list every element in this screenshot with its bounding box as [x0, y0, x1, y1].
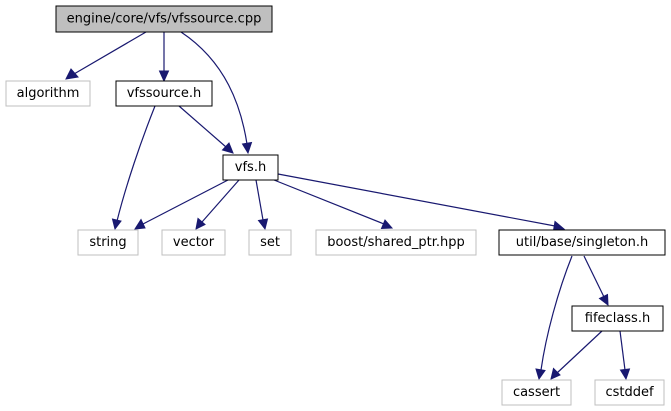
- node-fifeclass-h-box: [571, 305, 664, 332]
- node-singleton-h-label: util/base/singleton.h: [516, 235, 648, 250]
- edge-vfssource-cpp-to-vfs-h: [180, 31, 253, 155]
- edge-vfs-h-to-vector: [195, 179, 240, 230]
- node-set-label: set: [260, 235, 280, 250]
- node-cstddef-label: cstddef: [605, 385, 654, 400]
- edges-layer: [65, 31, 631, 381]
- node-shared-ptr-label: boost/shared_ptr.hpp: [327, 235, 465, 250]
- node-cassert: cassert: [501, 379, 572, 406]
- node-string-box: [77, 229, 139, 256]
- node-set: set: [248, 229, 292, 256]
- node-set-box: [248, 229, 292, 256]
- node-cassert-label: cassert: [513, 385, 560, 400]
- edge-vfssource-cpp-to-algorithm: [65, 31, 147, 80]
- node-vfssource-h[interactable]: vfssource.h: [115, 80, 213, 107]
- node-singleton-h[interactable]: util/base/singleton.h: [498, 229, 666, 256]
- node-vfssource-h-box: [115, 80, 213, 107]
- node-fifeclass-h-label: fifeclass.h: [585, 311, 650, 326]
- edge-vfs-h-to-shared-ptr: [273, 179, 394, 230]
- node-vfs-h[interactable]: vfs.h: [222, 154, 279, 181]
- edge-vfssource-h-to-string: [111, 105, 156, 231]
- node-vfssource-cpp-label: engine/core/vfs/vfssource.cpp: [67, 12, 262, 27]
- edge-singleton-h-to-fifeclass-h: [583, 255, 609, 307]
- edge-fifeclass-h-to-cstddef: [619, 330, 631, 381]
- edge-singleton-h-to-cassert: [535, 255, 573, 381]
- node-vector: vector: [161, 229, 226, 256]
- node-cassert-box: [501, 379, 572, 406]
- node-shared-ptr: boost/shared_ptr.hpp: [315, 229, 477, 256]
- node-vector-box: [161, 229, 226, 256]
- edge-vfssource-h-to-vfs-h: [178, 105, 234, 154]
- node-string-label: string: [89, 235, 126, 250]
- node-algorithm-box: [5, 80, 91, 107]
- node-vfssource-cpp[interactable]: engine/core/vfs/vfssource.cpp: [55, 5, 273, 33]
- node-vfssource-h-label: vfssource.h: [127, 86, 202, 101]
- edge-vfs-h-to-singleton-h: [277, 173, 566, 232]
- edge-fifeclass-h-to-cassert: [550, 330, 603, 380]
- node-vfs-h-label: vfs.h: [235, 160, 266, 175]
- node-fifeclass-h[interactable]: fifeclass.h: [571, 305, 664, 332]
- node-shared-ptr-box: [315, 229, 477, 256]
- nodes-layer: engine/core/vfs/vfssource.cpp algorithm …: [5, 5, 666, 406]
- edge-vfs-h-to-set: [255, 179, 269, 231]
- node-singleton-h-box: [498, 229, 666, 256]
- node-algorithm: algorithm: [5, 80, 91, 107]
- edge-vfssource-cpp-to-vfssource-h: [158, 32, 170, 83]
- node-cstddef-box: [594, 379, 665, 406]
- node-algorithm-label: algorithm: [17, 86, 80, 101]
- node-cstddef: cstddef: [594, 379, 665, 406]
- node-vfssource-cpp-box: [55, 5, 273, 33]
- node-vector-label: vector: [173, 235, 215, 250]
- node-vfs-h-box: [222, 154, 279, 181]
- node-string: string: [77, 229, 139, 256]
- edge-vfs-h-to-string: [134, 179, 229, 230]
